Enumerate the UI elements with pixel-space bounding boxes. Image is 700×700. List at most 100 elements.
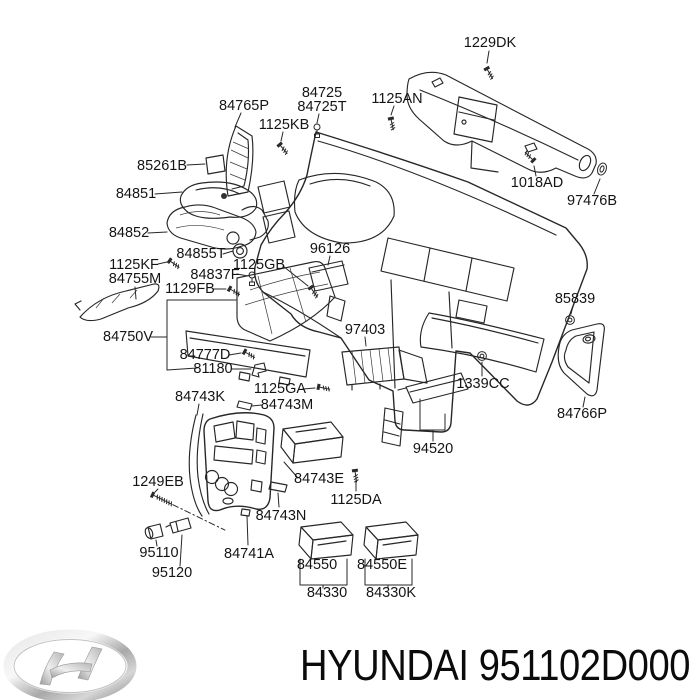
part-label-97403: 97403 — [345, 322, 385, 338]
screw-icon-1125KB — [276, 141, 288, 155]
leader-97403 — [364, 336, 367, 347]
leader-1249EB — [154, 488, 159, 493]
part-label-84855T: 84855T — [176, 246, 225, 262]
part-drawing-tray-84550E — [363, 521, 419, 560]
cap-icon-97476B — [597, 162, 607, 176]
part-label-96126: 96126 — [310, 241, 350, 257]
part-drawing-vent-97403 — [341, 346, 428, 391]
leader-84725T — [316, 113, 320, 124]
leader-85839 — [570, 305, 574, 315]
nut-icon-1339CC — [477, 351, 487, 361]
leader-96126 — [327, 255, 331, 266]
part-drawing-main-dashboard — [253, 131, 588, 433]
part-label-84851: 84851 — [116, 186, 156, 202]
part-label-97476B: 97476B — [567, 193, 617, 209]
part-label-1125DA: 1125DA — [330, 492, 382, 508]
footer-part-number-text: HYUNDAI 951102D000 — [300, 641, 690, 690]
nut-icon-85839 — [565, 315, 575, 325]
part-label-94520: 94520 — [413, 441, 453, 457]
part-label-84550E: 84550E — [357, 557, 407, 573]
part-label-84750V: 84750V — [103, 329, 153, 345]
part-label-1125GA: 1125GA — [254, 381, 306, 397]
part-label-85261B: 85261B — [137, 158, 187, 174]
screw-icon-1129FB — [226, 285, 241, 297]
clip-icon-84725T — [313, 123, 321, 138]
leader-84777D — [228, 352, 242, 356]
leader-84837F — [236, 273, 249, 277]
part-label-84755M: 84755M — [109, 271, 161, 287]
part-drawing-rail-94520 — [381, 372, 469, 447]
part-label-84766P: 84766P — [557, 406, 607, 422]
part-label-84852: 84852 — [109, 225, 149, 241]
part-drawing-side-cover-84766P — [557, 323, 605, 397]
part-label-95110: 95110 — [139, 545, 178, 561]
part-drawing-pillar-trim-84765P — [225, 125, 254, 197]
part-drawing-trim-84755M — [74, 283, 160, 322]
leader-84755M — [134, 286, 137, 300]
footer: HYUNDAI 951102D000 — [3, 629, 691, 700]
leader-1125GA — [302, 387, 316, 390]
leader-84765P — [234, 112, 242, 128]
diagram-artwork — [74, 71, 605, 589]
part-drawing-column-cover-upper-84851 — [179, 181, 258, 219]
screw-icon-1125KF — [166, 257, 180, 270]
part-label-1125GB: 1125GB — [233, 257, 285, 273]
leader-84743E — [283, 461, 299, 479]
part-drawing-tray-84550 — [298, 521, 354, 560]
screw-icon-1249EB — [149, 491, 226, 531]
screw-icon-84777D — [241, 348, 256, 360]
part-drawing-box-84743E — [280, 421, 344, 464]
callout-bracket-lines — [166, 299, 446, 589]
leader-84743K — [196, 403, 200, 416]
part-drawing-panel-96126 — [308, 260, 349, 292]
screw-icon-1229DK — [483, 65, 494, 80]
leader-1125KB — [280, 131, 284, 142]
part-label-84330K: 84330K — [366, 585, 416, 601]
part-drawing-column-cover-lower-84852 — [166, 204, 269, 250]
fastener-glyphs-layer — [149, 65, 607, 531]
leader-95120 — [179, 534, 183, 567]
part-label-1249EB: 1249EB — [132, 474, 184, 490]
part-label-84777D: 84777D — [180, 347, 231, 363]
leader-84855T — [222, 250, 234, 255]
part-label-1125AN: 1125AN — [371, 91, 422, 107]
leader-84766P — [582, 396, 586, 408]
part-label-84837F: 84837F — [190, 267, 239, 283]
part-label-84741A: 84741A — [224, 546, 274, 562]
leader-84851 — [154, 191, 183, 195]
leader-84741A — [246, 515, 249, 546]
part-label-84743M: 84743M — [261, 397, 313, 413]
leader-1229DK — [486, 50, 490, 64]
part-drawing-lighter-95110-95120 — [144, 517, 192, 540]
part-drawing-plate-85261B — [205, 154, 226, 175]
part-drawing-crashpad-84750V — [185, 261, 346, 386]
part-label-1229DK: 1229DK — [464, 35, 517, 51]
part-label-1125KF: 1125KF — [109, 257, 159, 273]
leader-95110 — [155, 539, 158, 547]
clip-icon-84837F — [248, 271, 256, 286]
part-drawing-center-fascia-84743K — [188, 412, 275, 517]
part-label-84725T: 84725T — [297, 99, 346, 115]
part-drawing-defroster-duct — [406, 71, 597, 179]
leader-1125GB — [282, 265, 309, 287]
part-label-84743N: 84743N — [256, 508, 307, 524]
part-label-84725: 84725 — [302, 85, 342, 101]
screw-icon-1125GB — [307, 284, 319, 299]
part-label-84743E: 84743E — [294, 471, 344, 487]
leader-84852 — [147, 231, 168, 234]
hyundai-logo-icon — [3, 629, 137, 700]
leader-85261B — [186, 163, 206, 166]
part-drawing-bracket-81180 — [251, 362, 267, 378]
screw-icon-1125AN — [387, 116, 396, 131]
screw-icon-1018AD — [524, 150, 537, 164]
leader-97476B — [593, 178, 601, 195]
leader-84743N — [277, 492, 280, 508]
leader-1125KF — [157, 261, 168, 265]
part-drawing-strip-84743M — [236, 400, 253, 411]
part-label-95120: 95120 — [152, 565, 192, 581]
part-label-1339CC: 1339CC — [456, 376, 509, 392]
part-label-84765P: 84765P — [219, 98, 269, 114]
